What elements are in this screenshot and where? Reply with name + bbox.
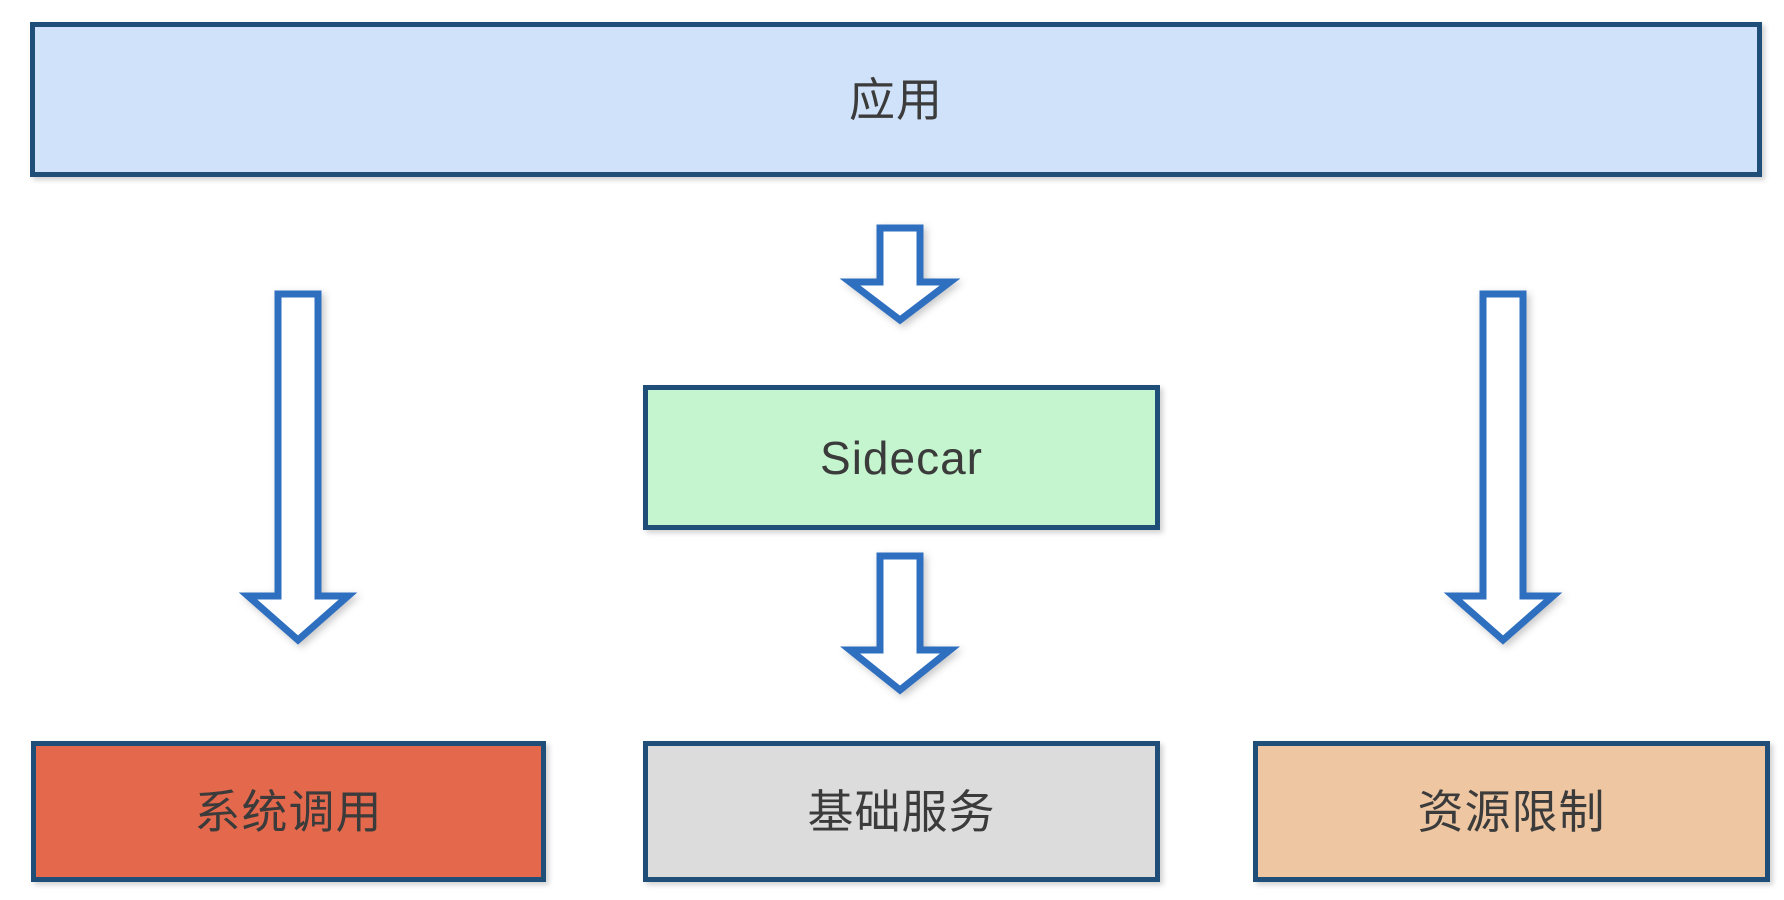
node-system-call-label: 系统调用 [194, 785, 383, 838]
node-base-service[interactable]: 基础服务 [643, 741, 1160, 882]
node-sidecar[interactable]: Sidecar [643, 385, 1160, 530]
node-system-call[interactable]: 系统调用 [31, 741, 546, 882]
arrow-app-to-sidecar-icon [839, 224, 961, 325]
node-resource-limit-label: 资源限制 [1417, 785, 1606, 838]
arrow-app-to-system-call-icon [238, 290, 358, 645]
node-base-service-label: 基础服务 [807, 785, 996, 838]
node-application-label: 应用 [849, 73, 943, 126]
arrow-app-to-resource-limit-icon [1443, 290, 1563, 645]
arrow-sidecar-to-base-service-icon [840, 552, 960, 695]
node-application[interactable]: 应用 [30, 22, 1762, 177]
node-resource-limit[interactable]: 资源限制 [1253, 741, 1770, 882]
node-sidecar-label: Sidecar [820, 431, 983, 484]
